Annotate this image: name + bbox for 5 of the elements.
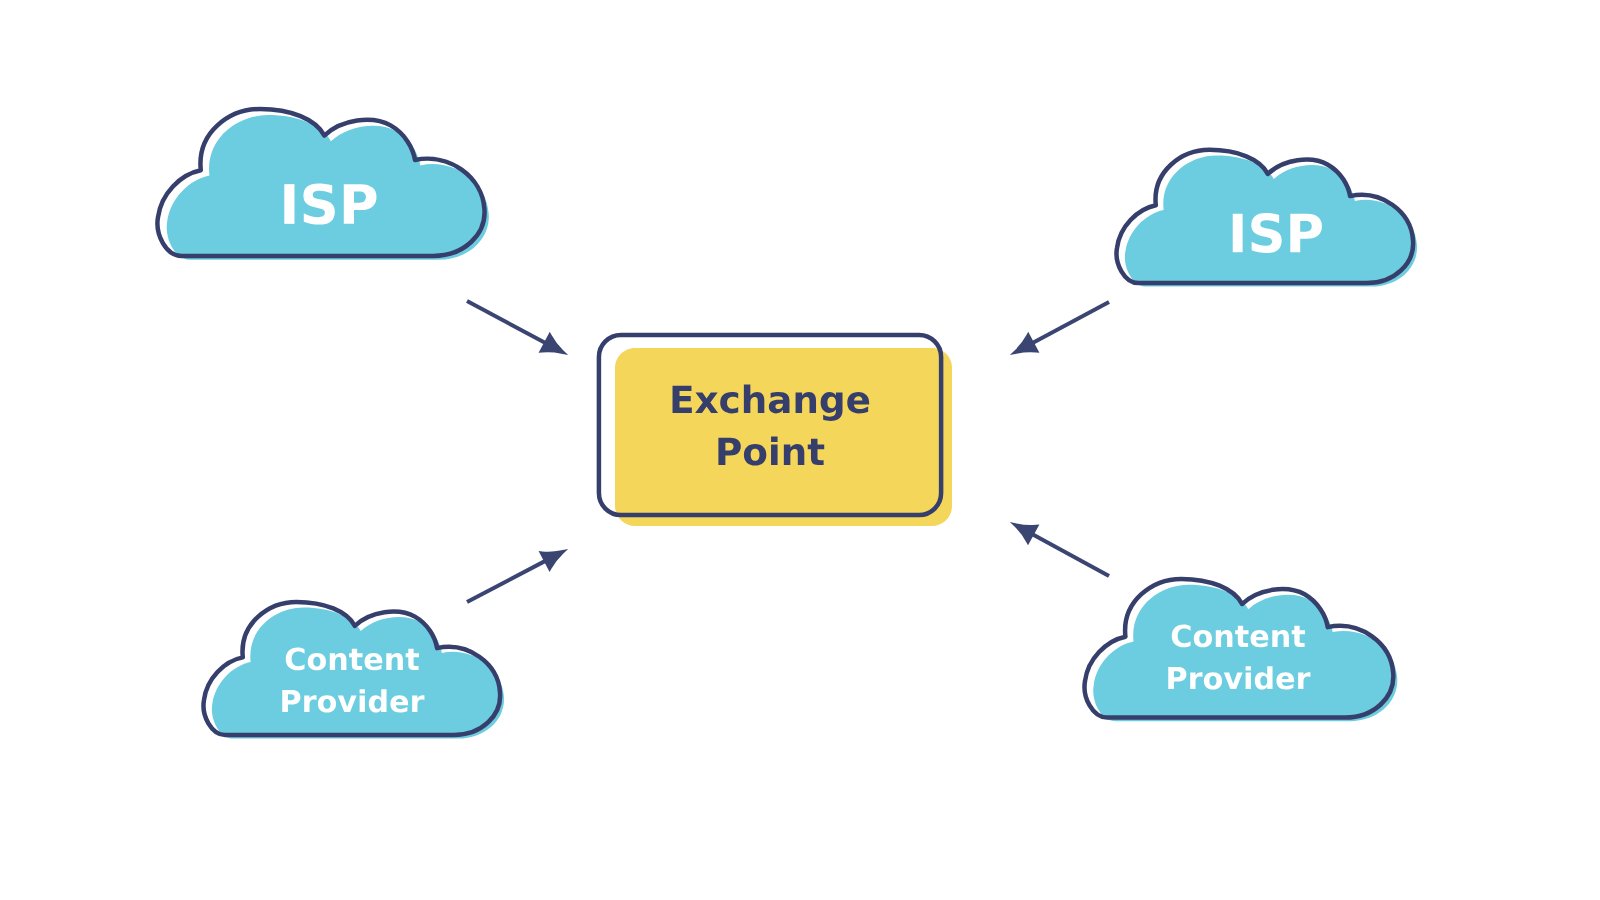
cloud: ISP	[1114, 147, 1417, 287]
cloud: Content Provider	[1082, 576, 1398, 722]
cloud: Content Provider	[201, 599, 504, 739]
rounded-box: Exchange Point	[596, 332, 952, 526]
cloud: ISP	[155, 106, 489, 260]
